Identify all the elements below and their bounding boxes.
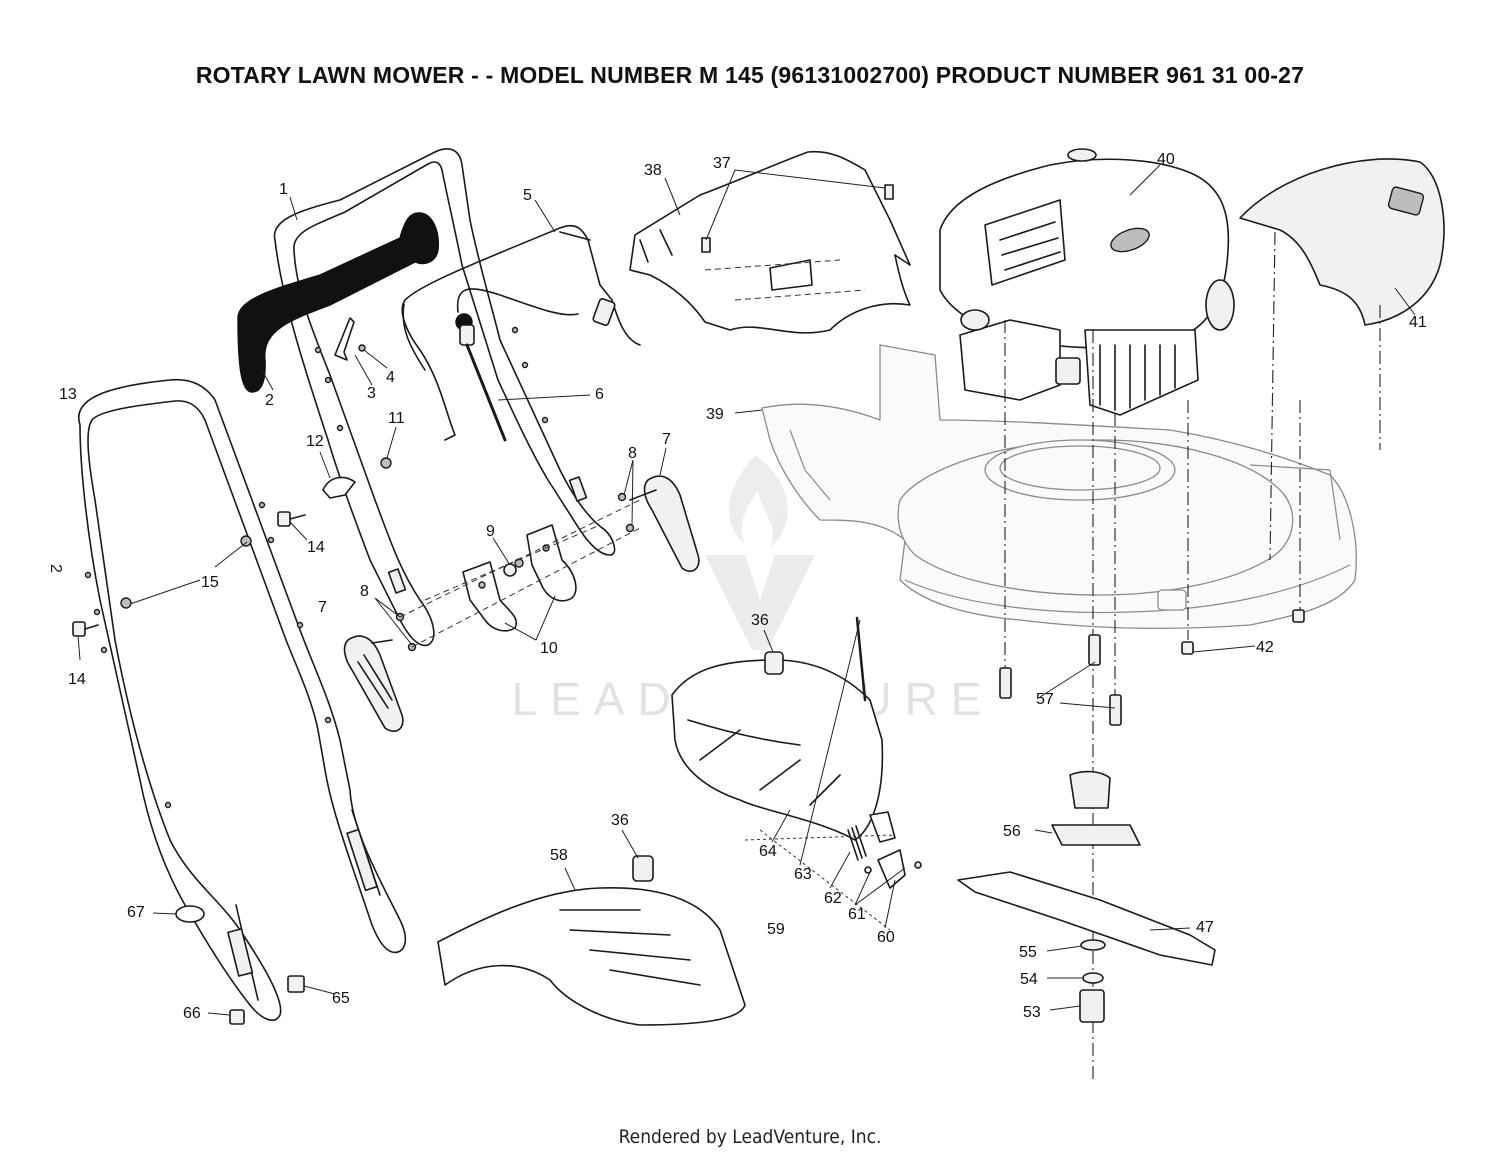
callout-labels: 1 2 3 4 5 6 7 7 8 8 9 10 11 12 13 14 14 … xyxy=(47,151,1427,1022)
callout-64: 64 xyxy=(759,843,777,860)
mower-deck xyxy=(761,344,1357,629)
cable-guide xyxy=(322,476,356,499)
callout-41: 41 xyxy=(1409,314,1427,331)
callout-7a: 7 xyxy=(662,431,671,448)
engine xyxy=(939,148,1235,416)
callout-55: 55 xyxy=(1019,944,1037,961)
callout-15: 15 xyxy=(201,574,219,591)
mulch-plug xyxy=(437,887,746,1026)
callout-63: 63 xyxy=(794,866,812,883)
assembly-lines xyxy=(1004,231,1381,1080)
handle-screw xyxy=(229,1009,245,1025)
callout-56: 56 xyxy=(1003,823,1021,840)
callout-10: 10 xyxy=(540,640,558,657)
callout-3: 3 xyxy=(367,385,376,402)
deflector-hinge xyxy=(847,811,922,889)
callout-8b: 8 xyxy=(360,583,369,600)
lower-handle xyxy=(77,378,407,1021)
callout-9: 9 xyxy=(486,523,495,540)
callout-13: 13 xyxy=(59,386,77,403)
callout-57: 57 xyxy=(1036,691,1054,708)
callout-36b: 36 xyxy=(611,812,629,829)
callout-66: 66 xyxy=(183,1005,201,1022)
handle-knob-right xyxy=(643,475,700,572)
page-marker: 2 xyxy=(47,564,64,573)
handle-nut xyxy=(287,975,305,993)
callout-53: 53 xyxy=(1023,1004,1041,1021)
side-discharge-deflector xyxy=(671,659,884,841)
callout-1: 1 xyxy=(279,181,288,198)
callout-40: 40 xyxy=(1157,151,1175,168)
callout-11: 11 xyxy=(388,410,405,427)
callout-38: 38 xyxy=(644,162,662,179)
deck-bolt xyxy=(999,609,1305,726)
callout-12: 12 xyxy=(306,433,324,450)
leader-lines xyxy=(77,164,1416,1016)
callout-14a: 14 xyxy=(307,539,325,556)
callout-59: 59 xyxy=(767,921,785,938)
blade-assembly xyxy=(957,770,1216,1023)
height-bracket xyxy=(462,524,577,632)
callout-58: 58 xyxy=(550,847,568,864)
callout-4: 4 xyxy=(386,369,395,386)
callout-37: 37 xyxy=(713,155,731,172)
page-title: ROTARY LAWN MOWER - - MODEL NUMBER M 145… xyxy=(195,62,1305,88)
callout-6: 6 xyxy=(595,386,604,403)
callout-36a: 36 xyxy=(751,612,769,629)
callout-42: 42 xyxy=(1256,639,1274,656)
footer-credit: Rendered by LeadVenture, Inc. xyxy=(618,1126,882,1148)
callout-2: 2 xyxy=(265,392,274,409)
handle-bolt xyxy=(72,511,306,637)
handle-grip xyxy=(237,212,439,393)
engine-cover xyxy=(629,150,911,334)
callout-62: 62 xyxy=(824,890,842,907)
callout-67: 67 xyxy=(127,904,145,921)
callout-39: 39 xyxy=(706,406,724,423)
bail-lever xyxy=(401,224,641,441)
starter-cable xyxy=(456,288,579,316)
callout-7b: 7 xyxy=(318,599,327,616)
callout-54: 54 xyxy=(1020,971,1038,988)
callout-14b: 14 xyxy=(68,671,86,688)
callout-65: 65 xyxy=(332,990,350,1007)
cable-tie xyxy=(175,905,205,923)
cable-clip xyxy=(334,317,355,361)
callout-60: 60 xyxy=(877,929,895,946)
callout-47: 47 xyxy=(1196,919,1214,936)
rear-cover xyxy=(1239,158,1445,326)
callout-5: 5 xyxy=(523,187,532,204)
callout-61: 61 xyxy=(848,906,866,923)
watermark-logo xyxy=(705,455,815,650)
callout-8a: 8 xyxy=(628,445,637,462)
handle-knob xyxy=(343,635,404,732)
